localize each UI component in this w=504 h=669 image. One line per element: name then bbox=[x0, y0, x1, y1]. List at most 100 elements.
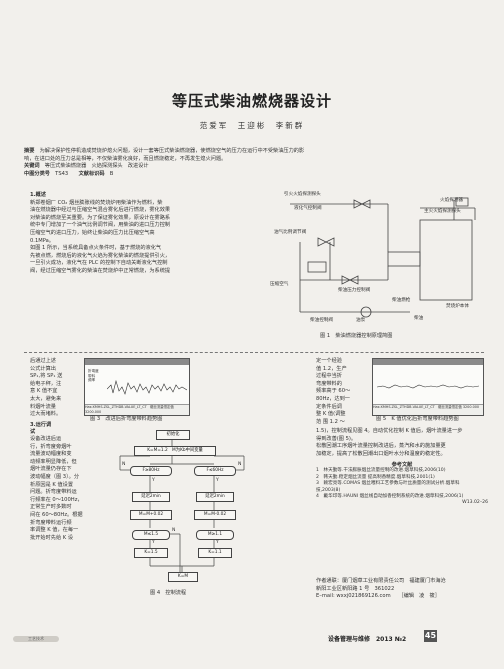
class-label: 中图分类号 bbox=[24, 170, 50, 177]
paper-title: 等压式柴油燃烧器设计 bbox=[171, 92, 332, 110]
section1-p1: 新郑卷烟厂 CO₂ 烟丝膨胀线的焚烧炉用柴油作为燃料，柴 油在燃烧器中经过与压缩… bbox=[30, 200, 266, 246]
label-main-probe: 主火火焰探测探头 bbox=[424, 209, 461, 214]
abstract: 摘要 为解决保护性停机造成焚烧炉熄火问题，设计一套等压式柴油燃烧器，使燃烧空气的… bbox=[24, 148, 484, 178]
label-flame-probe-right: 火焰探测器 bbox=[440, 198, 463, 203]
reference-item: 1 林天勤等.干法膨胀烟丝流量控制的改进.烟草科技,2006(10) bbox=[316, 468, 446, 474]
panel-label-line: 带料 bbox=[88, 373, 96, 378]
figure-3-trace bbox=[107, 379, 187, 395]
fc-cond1: F≥80Hz bbox=[130, 466, 172, 476]
fc-cond2: F≤60Hz bbox=[194, 466, 236, 476]
text-line: 阀，经过压缩空气雾化的柴油在焚烧炉中正常燃烧，为系统提 bbox=[30, 267, 171, 274]
fc-assign3: K=M bbox=[168, 572, 198, 582]
text-line: 问题。折弯度带料运 bbox=[30, 489, 77, 496]
text-line: 意 K 值不宜 bbox=[30, 388, 58, 395]
references: 参考文献 1 林天勤等.干法膨胀烟丝流量控制的改进.烟草科技,2006(10) … bbox=[316, 462, 488, 507]
reference-item: 3 赖宏亮等.COMAS 烟丝喂料工艺参数与叶丝质量的测试分析.烟草科 bbox=[316, 481, 460, 487]
reference-item: 4 戴华印等.HAUNI 烟丝线自动加香控制系统的改进.烟草科技,2006(1) bbox=[316, 494, 464, 500]
reference-item: 2 韩天勤.稳定烟丝流量 提高制香精度.烟草科技,2001(1) bbox=[316, 474, 435, 480]
right-column: 定一个经验 值 1.2，生产 过程中当折 弯度带料的 频率高于 60～ 80Hz… bbox=[316, 358, 366, 426]
figure-1: 引火火焰探测探头 液化气控制阀 火焰探测器 主火火焰探测探头 油气比例调节阀 压… bbox=[270, 192, 494, 344]
text-line: 行，折弯度旁烟叶 bbox=[30, 443, 72, 450]
author-info-line: 作者通联：厦门烟草工业有限责任公司 福建厦门市海沧 bbox=[316, 578, 446, 584]
text-line: 整 K 值(调整 bbox=[316, 411, 346, 418]
text-line: 批开始时先给 K 设 bbox=[30, 534, 74, 541]
abstract-text1: 为解决保护性停机造成焚烧炉熄火问题，设计一套等压式柴油燃烧器，使燃烧空气的压力在… bbox=[39, 148, 305, 154]
fc-check2: M≥1.1 bbox=[196, 530, 234, 540]
text-line: 流量波动幅度和变 bbox=[30, 451, 72, 458]
section1-p2: 如图 1 所示，当系统具备点火条件时，基于燃烧的液化气 先被点燃，燃烧后的液化气… bbox=[30, 245, 266, 275]
fc-assign2: K=1.1 bbox=[198, 548, 232, 558]
label-flame-probe-left: 引火火焰探测探头 bbox=[284, 192, 321, 197]
text-line: 折弯度带料运行频 bbox=[30, 519, 72, 526]
fc-no-left: N bbox=[122, 462, 126, 467]
chart-header-bar bbox=[85, 359, 189, 365]
text-line: 公式计算出 bbox=[30, 365, 56, 372]
fc-calc2: M=M-0.02 bbox=[194, 510, 236, 520]
classification: 中图分类号 TS43 文献标识码 B bbox=[24, 171, 484, 179]
label-compressed-air: 压缩空气 bbox=[270, 282, 289, 287]
figure-3-panel-label: 折弯度 带料 频率 bbox=[88, 369, 99, 383]
doc-code: B bbox=[109, 170, 114, 177]
left-column-lower: 设备改进后运 行，折弯度旁烟叶 流量波动幅度和变 动频率明显降低，但 烟叶流量仍… bbox=[30, 436, 110, 542]
references-heading: 参考文献 bbox=[391, 462, 413, 468]
right-column-paragraphs: 1.5)，控制流程见图 4。自动优化控制 K 值后，烟叶流量进一步 得到改善(图… bbox=[316, 428, 488, 458]
oil-pump-shape bbox=[360, 306, 372, 318]
author-info-line: 新阳工业区新阳路 1 号 361022 bbox=[316, 585, 395, 592]
text-line: 弯度带料的 bbox=[316, 380, 342, 387]
figure-3-chart: 折弯度 带料 频率 Has:XMHS.ZSL_ZTHDB.VALUE_LT_CT… bbox=[84, 358, 190, 416]
fc-no-check1: N bbox=[172, 528, 176, 533]
fc-calc1: M=M+0.02 bbox=[130, 510, 172, 520]
text-line: 间在 60～80Hz。根据 bbox=[30, 511, 83, 518]
section-pill: 工艺技术 bbox=[13, 636, 59, 642]
sub-heading-2: 试 bbox=[30, 429, 36, 436]
fc-delay2: 延迟2min bbox=[196, 492, 234, 502]
text-line: 油在燃烧器中经过与压缩空气混合雾化后进行燃烧，雾化效果 bbox=[30, 207, 171, 214]
figure-1-diagram bbox=[290, 197, 476, 318]
abstract-line2: 响，在进口处的压力总是相等，不仅柴油雾化良好，而且燃烧稳定，不再发生熄火问题。 bbox=[24, 155, 227, 162]
text-line: 松散回潮工序烟叶流量控制改进后，蒸汽和水的施加量更 bbox=[316, 443, 446, 450]
label-gas-control-valve: 液化气控制阀 bbox=[294, 206, 322, 211]
text-line: 定一个经验 bbox=[316, 358, 342, 364]
text-line: 波动幅度（图 3）。分 bbox=[30, 473, 80, 480]
text-line: 压缩空气的进口压力，始终让柴油的压力比压缩空气高 bbox=[30, 229, 155, 236]
chart-header-bar bbox=[373, 359, 483, 365]
panel-label-line: 频率 bbox=[88, 378, 96, 383]
figure-4-caption: 图 4 控制流程 bbox=[150, 590, 187, 596]
sub-heading: 3.运行调 bbox=[30, 421, 52, 428]
label-diesel-control-valve: 柴油控制阀 bbox=[310, 318, 333, 323]
text-line: 得到改善(图 5)。 bbox=[316, 435, 357, 442]
doc-label: 文献标识码 bbox=[78, 170, 105, 177]
keywords-label: 关键词 bbox=[24, 163, 40, 170]
flowchart-connectors bbox=[119, 438, 245, 580]
fc-init: K=M=1.2 M为Kb中间变量 bbox=[134, 446, 216, 456]
figure-4-flowchart: 初始化 K=M=1.2 M为Kb中间变量 F≥80Hz F≤60Hz 延迟2mi… bbox=[110, 428, 300, 588]
label-diesel-gun: 柴油燃枪 bbox=[392, 298, 411, 303]
text-line: 烟叶流量仍存在下 bbox=[30, 466, 72, 473]
left-column: 后通过上述 公式计算出 SP₁,将 SP₁ 送 给电子秤，注 意 K 值不宜 太… bbox=[30, 358, 80, 437]
abstract-line1: 摘要 为解决保护性停机造成焚烧炉熄火问题，设计一套等压式柴油燃烧器，使燃烧空气的… bbox=[24, 148, 484, 156]
text-line: 定条件后调 bbox=[316, 403, 342, 410]
fc-start: 初始化 bbox=[156, 430, 190, 440]
text-line: 动频率明显降低，但 bbox=[30, 458, 77, 465]
text-line: 如图 1 所示，当系统具备点火条件时，基于燃烧的液化气 bbox=[30, 245, 162, 252]
magazine-name: 设备管理与维修 2013 №2 bbox=[328, 636, 407, 643]
text-line: 频率高于 60～ bbox=[316, 388, 351, 395]
figure-1-caption: 图 1 柴油燃烧器控制原理简图 bbox=[320, 333, 393, 339]
fc-yes-check2: Y bbox=[216, 540, 219, 545]
author-info: 作者通联：厦门烟草工业有限责任公司 福建厦门市海沧 新阳工业区新阳路 1 号 3… bbox=[316, 578, 488, 601]
section1: 1.概述 新郑卷烟厂 CO₂ 烟丝膨胀线的焚烧炉用柴油作为燃料，柴 油在燃烧器中… bbox=[30, 192, 266, 276]
paper-authors: 范爱军 王迎彬 李新群 bbox=[199, 121, 305, 130]
fc-assign1: K=1.5 bbox=[134, 548, 168, 558]
figure-3-caption: 图 3 改进后折弯度带料趋势图 bbox=[90, 416, 163, 422]
figure-5-chart: Has:XMHS.ZSL_ZTHDB.VALUE_LT_CT 烟丝流量恒定值 3… bbox=[372, 358, 484, 416]
text-line: 太大，避免来 bbox=[30, 395, 62, 402]
text-line: 给电子秤，注 bbox=[30, 380, 62, 387]
text-line: 过大而堵料。 bbox=[30, 411, 62, 418]
section1-heading: 1.概述 bbox=[30, 192, 46, 198]
text-line: 对柴油的燃烧至关重要。为了保证雾化效果，原设计在雾路系 bbox=[30, 214, 171, 221]
references-code: W13.02–26 bbox=[462, 500, 488, 506]
figure-5-trace bbox=[377, 384, 479, 389]
editor-note: ［编辑 凌 筱］ bbox=[401, 593, 440, 600]
gas-valve-shape bbox=[353, 199, 363, 209]
label-oil-gas-ratio-valve: 油气比例调节阀 bbox=[274, 230, 307, 235]
